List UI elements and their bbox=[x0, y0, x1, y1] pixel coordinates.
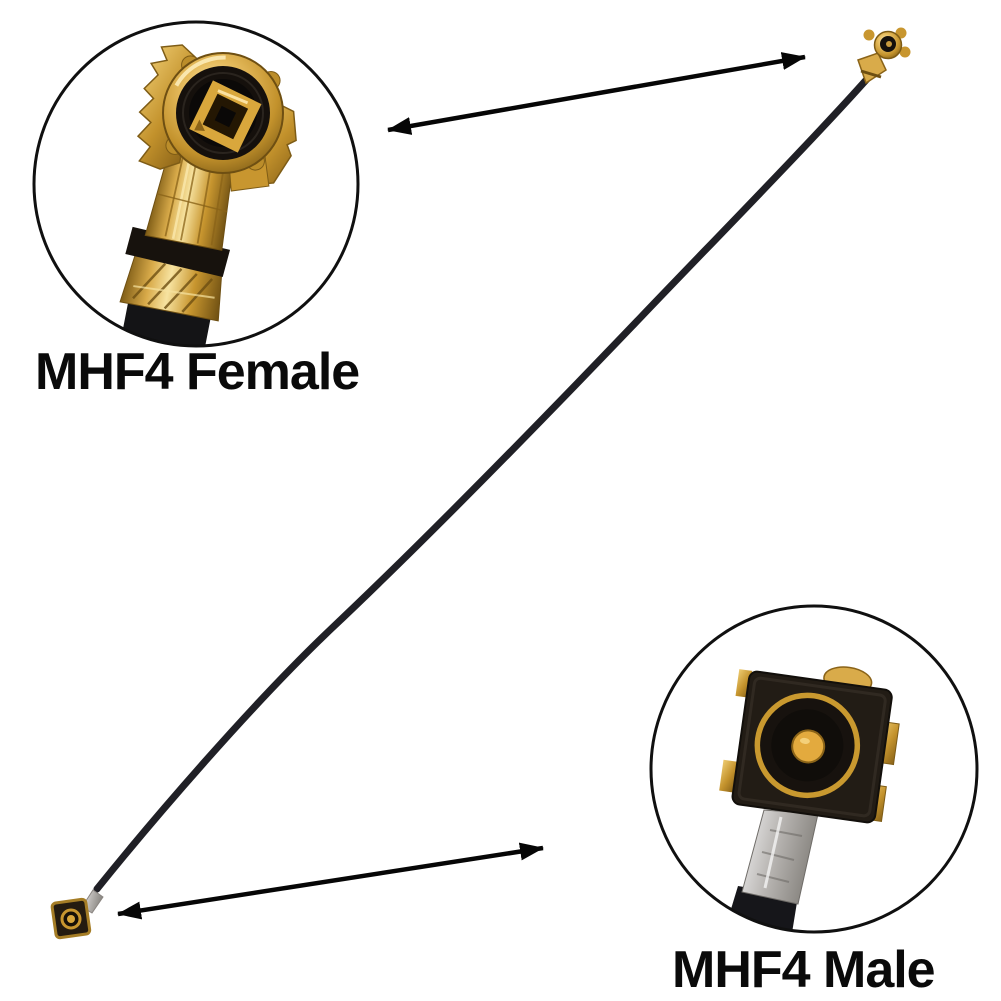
male-callout-circle bbox=[649, 604, 979, 934]
double-arrow-female bbox=[387, 52, 806, 135]
female-callout-circle bbox=[32, 20, 360, 348]
double-arrow-male bbox=[117, 842, 544, 920]
male-connector-tip bbox=[50, 889, 104, 940]
label-mhf4-female: MHF4 Female bbox=[35, 343, 360, 401]
mhf4-male-connector-closeup bbox=[718, 666, 900, 932]
male-callout bbox=[649, 604, 979, 934]
coaxial-cable bbox=[93, 75, 871, 893]
label-mhf4-male: MHF4 Male bbox=[672, 941, 936, 999]
female-connector-tip bbox=[857, 27, 911, 85]
mhf4-female-connector-closeup bbox=[105, 44, 297, 346]
female-callout bbox=[32, 20, 360, 348]
